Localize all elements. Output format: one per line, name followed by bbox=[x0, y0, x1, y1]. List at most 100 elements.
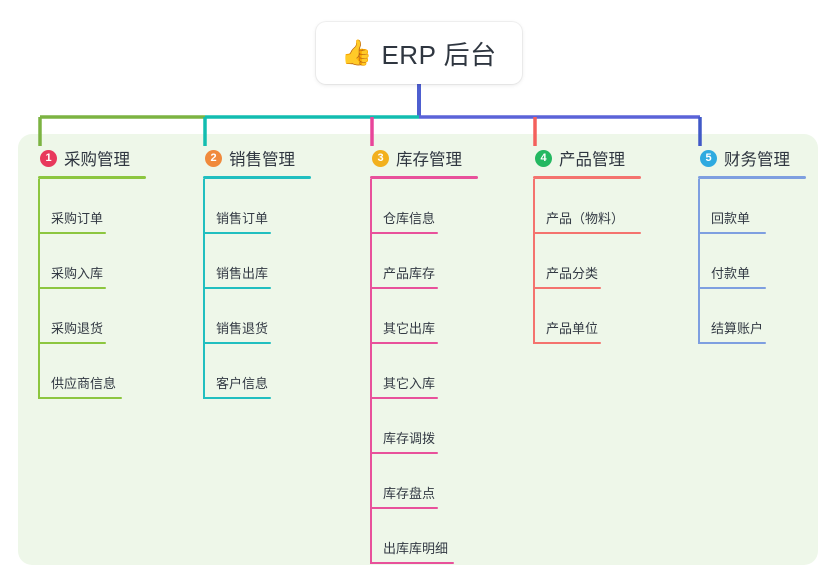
branch-item-rule bbox=[533, 232, 641, 234]
branch-index-badge: 2 bbox=[205, 149, 222, 167]
branch-item-label: 客户信息 bbox=[216, 376, 269, 391]
branch-item[interactable]: 付款单 bbox=[698, 234, 806, 289]
branch-item-list: 仓库信息产品库存其它出库其它入库库存调拨库存盘点出库库明细 bbox=[370, 179, 478, 564]
branch-title: 销售管理 bbox=[229, 151, 295, 169]
branch-title: 采购管理 bbox=[64, 151, 130, 169]
branch-item-rule bbox=[38, 397, 122, 399]
branch-item[interactable]: 其它入库 bbox=[370, 344, 478, 399]
branch-item-rule bbox=[203, 397, 271, 399]
branch-item[interactable]: 客户信息 bbox=[203, 344, 311, 399]
branch-item[interactable]: 仓库信息 bbox=[370, 179, 478, 234]
branch-item-label: 采购退货 bbox=[51, 321, 104, 336]
branch-item[interactable]: 结算账户 bbox=[698, 289, 806, 344]
branch-column: 1 采购管理采购订单采购入库采购退货供应商信息 bbox=[38, 146, 146, 399]
branch-spine bbox=[370, 179, 372, 564]
branch-item-rule bbox=[370, 562, 454, 564]
branch-item[interactable]: 回款单 bbox=[698, 179, 806, 234]
branch-item[interactable]: 供应商信息 bbox=[38, 344, 146, 399]
branch-header[interactable]: 3 库存管理 bbox=[370, 146, 478, 170]
branch-spine bbox=[203, 179, 205, 399]
branch-item-label: 销售出库 bbox=[216, 266, 269, 281]
branch-item-rule bbox=[203, 342, 271, 344]
branch-header-rule bbox=[370, 176, 478, 179]
branch-index-badge: 4 bbox=[535, 149, 552, 167]
branch-item-list: 销售订单销售出库销售退货客户信息 bbox=[203, 179, 311, 399]
branch-item-label: 产品库存 bbox=[383, 266, 436, 281]
branch-item-label: 其它入库 bbox=[383, 376, 436, 391]
branch-item-label: 采购订单 bbox=[51, 211, 104, 226]
branch-item[interactable]: 库存盘点 bbox=[370, 454, 478, 509]
branch-item[interactable]: 采购订单 bbox=[38, 179, 146, 234]
branch-item-rule bbox=[533, 342, 601, 344]
branch-index-badge: 5 bbox=[700, 149, 717, 167]
branch-header-rule bbox=[203, 176, 311, 179]
branch-item-label: 其它出库 bbox=[383, 321, 436, 336]
branch-item-label: 仓库信息 bbox=[383, 211, 436, 226]
branch-item-rule bbox=[370, 287, 438, 289]
branch-item-label: 销售退货 bbox=[216, 321, 269, 336]
branch-item-rule bbox=[38, 287, 106, 289]
branch-item[interactable]: 库存调拨 bbox=[370, 399, 478, 454]
branch-item-label: 供应商信息 bbox=[51, 376, 117, 391]
branch-item-rule bbox=[698, 232, 766, 234]
branch-item-rule bbox=[370, 397, 438, 399]
branch-item[interactable]: 采购入库 bbox=[38, 234, 146, 289]
branch-item-rule bbox=[38, 342, 106, 344]
branch-index-badge: 1 bbox=[40, 149, 57, 167]
branch-column: 2 销售管理销售订单销售出库销售退货客户信息 bbox=[203, 146, 311, 399]
branch-item[interactable]: 销售出库 bbox=[203, 234, 311, 289]
branch-column: 3 库存管理仓库信息产品库存其它出库其它入库库存调拨库存盘点出库库明细 bbox=[370, 146, 478, 564]
branch-item-rule bbox=[370, 507, 438, 509]
branch-spine bbox=[698, 179, 700, 344]
branch-header-rule bbox=[533, 176, 641, 179]
branch-title: 库存管理 bbox=[396, 151, 462, 169]
branch-item-rule bbox=[370, 452, 438, 454]
branch-item[interactable]: 产品分类 bbox=[533, 234, 641, 289]
branch-spine bbox=[533, 179, 535, 344]
branch-item-list: 回款单付款单结算账户 bbox=[698, 179, 806, 344]
branch-item-rule bbox=[370, 232, 438, 234]
branch-title: 财务管理 bbox=[724, 151, 790, 169]
branch-header[interactable]: 1 采购管理 bbox=[38, 146, 146, 170]
branch-item[interactable]: 产品库存 bbox=[370, 234, 478, 289]
branch-item[interactable]: 产品（物料） bbox=[533, 179, 641, 234]
branch-item-label: 销售订单 bbox=[216, 211, 269, 226]
branch-item-rule bbox=[203, 232, 271, 234]
branch-item[interactable]: 销售订单 bbox=[203, 179, 311, 234]
branch-item-label: 库存盘点 bbox=[383, 486, 436, 501]
branch-item-label: 采购入库 bbox=[51, 266, 104, 281]
branch-item-label: 回款单 bbox=[711, 211, 751, 226]
branch-column: 4 产品管理产品（物料） 产品分类产品单位 bbox=[533, 146, 641, 344]
branch-item[interactable]: 采购退货 bbox=[38, 289, 146, 344]
branch-spine bbox=[38, 179, 40, 399]
branch-header-rule bbox=[38, 176, 146, 179]
branch-item-rule bbox=[533, 287, 601, 289]
root-node[interactable]: 👍 ERP 后台 bbox=[316, 22, 522, 84]
branches-panel bbox=[18, 134, 818, 565]
branch-header[interactable]: 4 产品管理 bbox=[533, 146, 641, 170]
branch-item[interactable]: 产品单位 bbox=[533, 289, 641, 344]
branch-item-label: 结算账户 bbox=[711, 321, 764, 336]
branch-item-label: 产品（物料） bbox=[546, 211, 625, 226]
branch-item-rule bbox=[203, 287, 271, 289]
branch-item-list: 采购订单采购入库采购退货供应商信息 bbox=[38, 179, 146, 399]
branch-index-badge: 3 bbox=[372, 149, 389, 167]
branch-header[interactable]: 2 销售管理 bbox=[203, 146, 311, 170]
branch-item[interactable]: 其它出库 bbox=[370, 289, 478, 344]
branch-item-rule bbox=[38, 232, 106, 234]
branch-item-label: 付款单 bbox=[711, 266, 751, 281]
branch-item-label: 出库库明细 bbox=[383, 541, 449, 556]
branch-item-label: 产品分类 bbox=[546, 266, 599, 281]
branch-header-rule bbox=[698, 176, 806, 179]
branch-item-rule bbox=[698, 342, 766, 344]
branch-item-label: 产品单位 bbox=[546, 321, 599, 336]
branch-title: 产品管理 bbox=[559, 151, 625, 169]
root-node-label: ERP 后台 bbox=[381, 39, 497, 70]
branch-item[interactable]: 出库库明细 bbox=[370, 509, 478, 564]
branch-item[interactable]: 销售退货 bbox=[203, 289, 311, 344]
branch-column: 5 财务管理回款单付款单结算账户 bbox=[698, 146, 806, 344]
branch-item-list: 产品（物料） 产品分类产品单位 bbox=[533, 179, 641, 344]
branch-header[interactable]: 5 财务管理 bbox=[698, 146, 806, 170]
branch-item-label: 库存调拨 bbox=[383, 431, 436, 446]
